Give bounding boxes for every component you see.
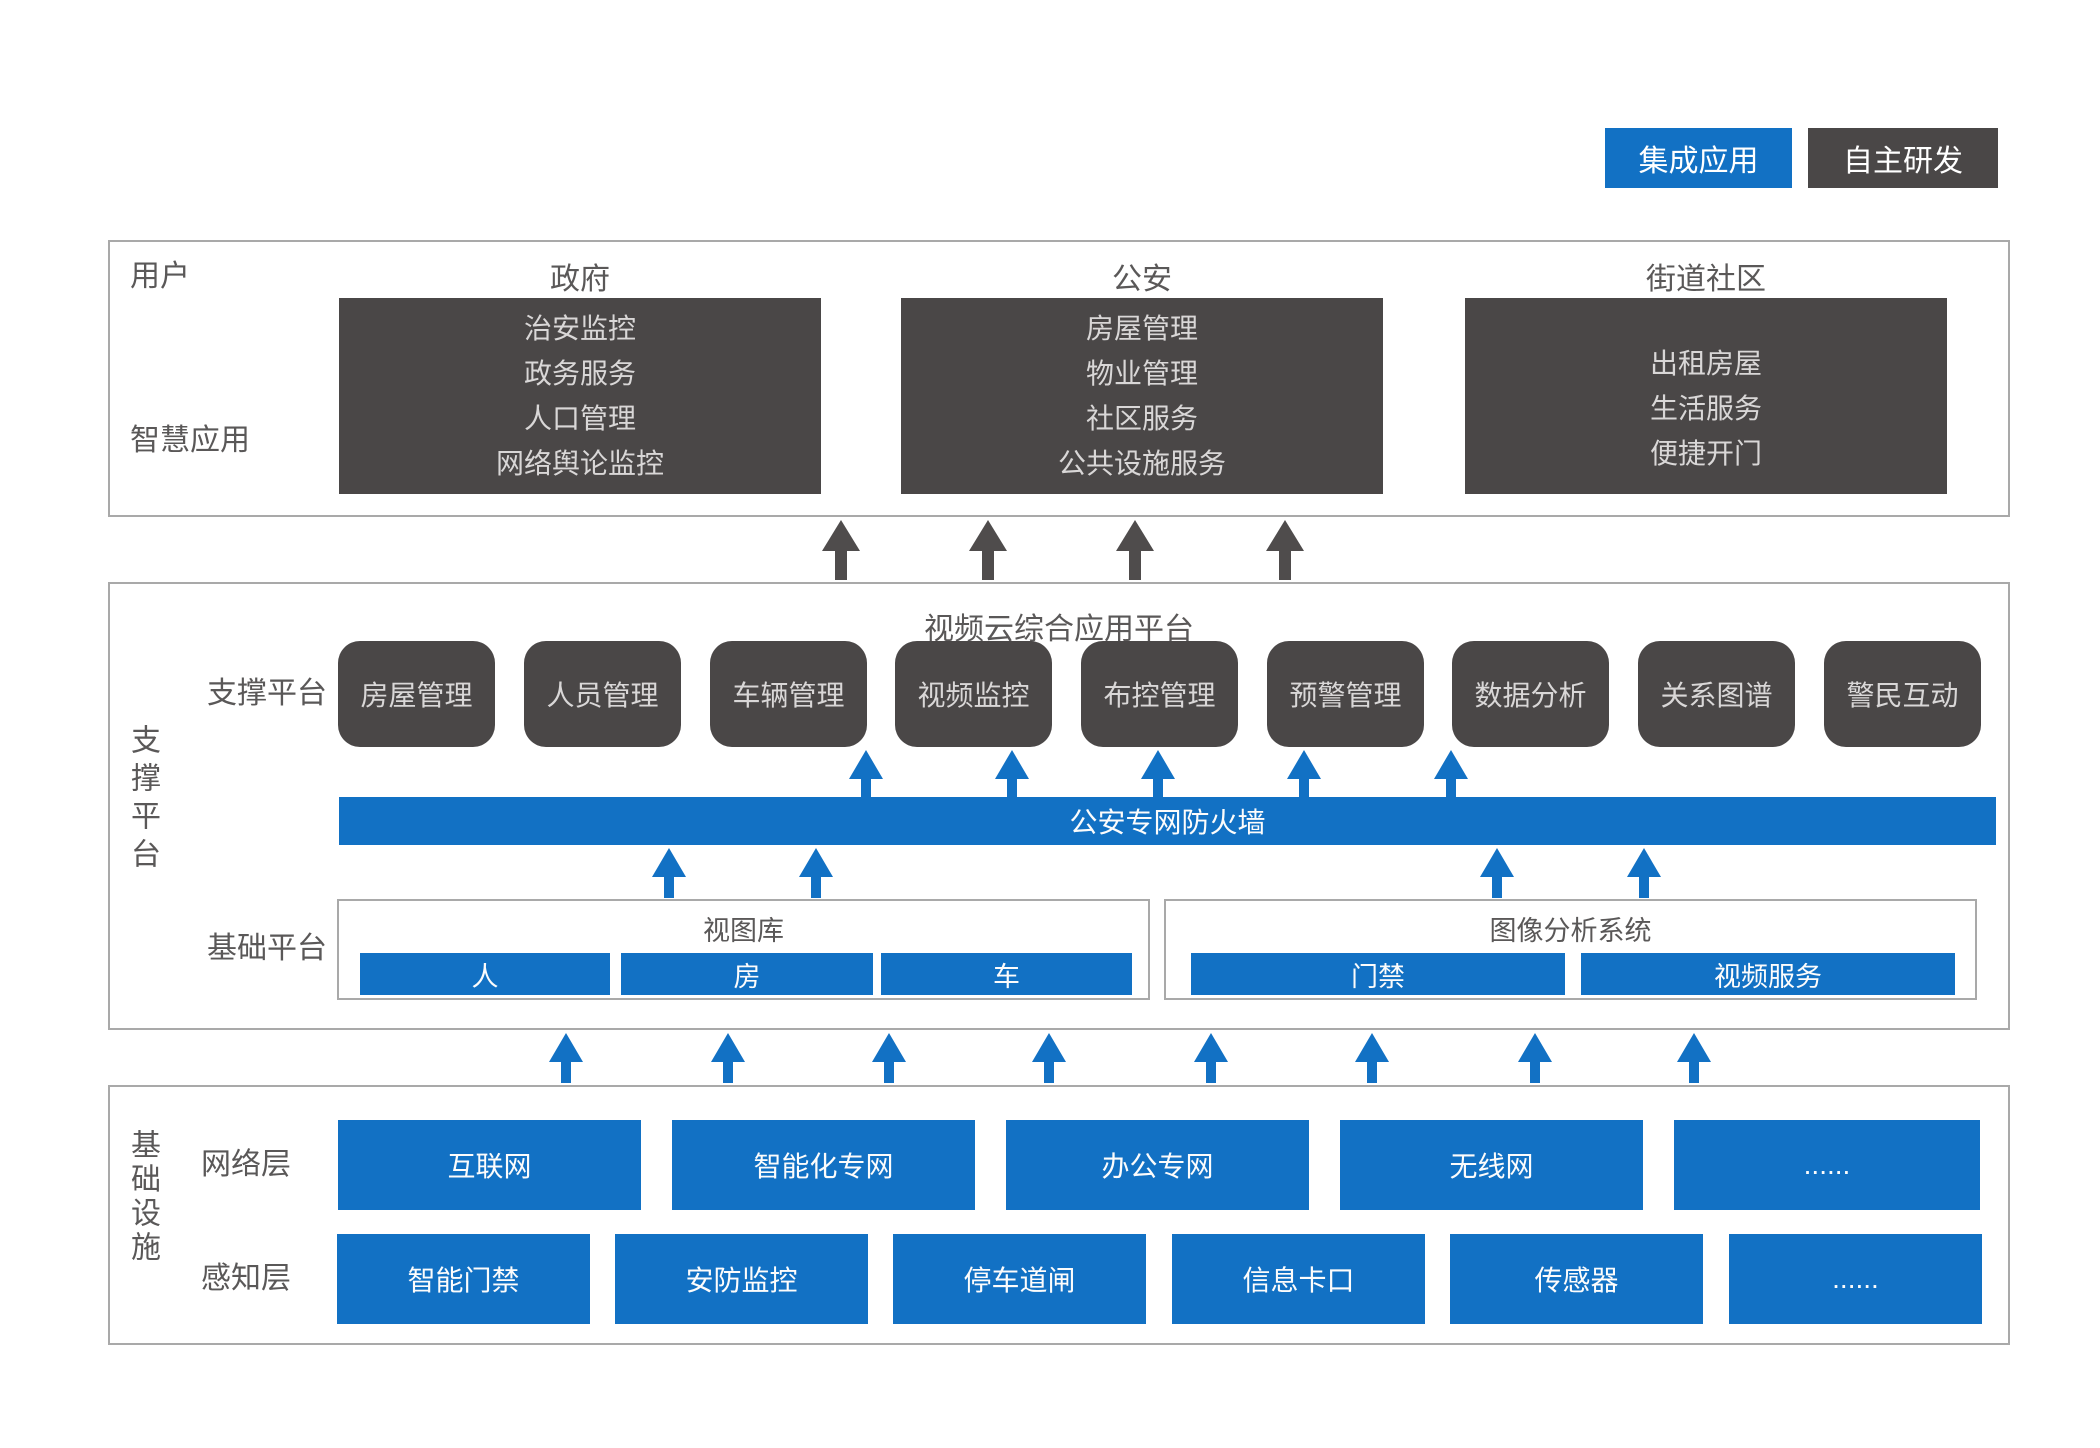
legend-self-developed: 自主研发 xyxy=(1808,128,1998,188)
module-housing-mgmt: 房屋管理 xyxy=(338,641,495,747)
sensing-sensor-box: 传感器 xyxy=(1450,1234,1703,1324)
community-apps-box: 出租房屋 生活服务 便捷开门 xyxy=(1465,298,1947,494)
up-arrow xyxy=(1032,1033,1066,1083)
up-arrow xyxy=(1480,848,1514,898)
up-arrow xyxy=(1116,520,1154,580)
image-analysis-group: 图像分析系统 门禁 视频服务 xyxy=(1164,899,1977,1000)
sensing-smart-access-box: 智能门禁 xyxy=(337,1234,590,1324)
support-platform-section: 支撑平台 视频云综合应用平台 支撑平台 房屋管理 人员管理 车辆管理 视频监控 … xyxy=(108,582,2010,1030)
up-arrow xyxy=(822,520,860,580)
module-warning-mgmt: 预警管理 xyxy=(1267,641,1424,747)
view-library-title: 视图库 xyxy=(703,916,784,946)
app-item: 便捷开门 xyxy=(1649,437,1762,469)
police-network-firewall-bar: 公安专网防火墙 xyxy=(339,797,1996,845)
view-library-house-bar: 房 xyxy=(621,953,873,995)
app-item: 生活服务 xyxy=(1649,392,1762,424)
network-wireless-box: 无线网 xyxy=(1340,1120,1643,1210)
app-item: 出租房屋 xyxy=(1649,347,1762,379)
support-platform-side-label: 支撑平台 xyxy=(126,724,159,876)
image-analysis-title: 图像分析系统 xyxy=(1489,916,1652,946)
infrastructure-section: 基础设施 网络层 互联网 智能化专网 办公专网 无线网 ...... 感知层 智… xyxy=(108,1085,2010,1345)
network-office-private-box: 办公专网 xyxy=(1006,1120,1309,1210)
column-header-community: 街道社区 xyxy=(1646,263,1766,296)
module-vehicle-mgmt: 车辆管理 xyxy=(710,641,867,747)
view-library-vehicle-bar: 车 xyxy=(881,953,1132,995)
network-layer-label: 网络层 xyxy=(201,1148,291,1181)
sensing-security-monitor-box: 安防监控 xyxy=(615,1234,868,1324)
police-apps-box: 房屋管理 物业管理 社区服务 公共设施服务 xyxy=(901,298,1383,494)
app-item: 物业管理 xyxy=(1085,358,1198,389)
view-library-person-bar: 人 xyxy=(360,953,610,995)
up-arrow xyxy=(711,1033,745,1083)
up-arrow xyxy=(1355,1033,1389,1083)
up-arrow xyxy=(1194,1033,1228,1083)
up-arrow xyxy=(1434,750,1468,797)
up-arrow xyxy=(995,750,1029,797)
sensing-info-checkpoint-box: 信息卡口 xyxy=(1172,1234,1425,1324)
app-item: 人口管理 xyxy=(523,403,636,434)
app-item: 网络舆论监控 xyxy=(495,448,664,479)
view-library-group: 视图库 人 房 车 xyxy=(337,899,1150,1000)
module-personnel-mgmt: 人员管理 xyxy=(524,641,681,747)
platform-title: 视频云综合应用平台 xyxy=(924,613,1194,646)
network-intelligent-private-box: 智能化专网 xyxy=(672,1120,975,1210)
app-item: 政务服务 xyxy=(523,358,636,389)
video-service-bar: 视频服务 xyxy=(1581,953,1955,995)
support-row-label: 支撑平台 xyxy=(207,677,327,710)
module-video-surveillance: 视频监控 xyxy=(895,641,1052,747)
sensing-more-box: ...... xyxy=(1729,1234,1982,1324)
smart-app-row-label: 智慧应用 xyxy=(130,424,250,457)
sensing-layer-label: 感知层 xyxy=(201,1262,291,1295)
legend-integrated-app: 集成应用 xyxy=(1605,128,1792,188)
up-arrow xyxy=(1287,750,1321,797)
up-arrow xyxy=(1266,520,1304,580)
infrastructure-side-label: 基础设施 xyxy=(126,1129,159,1265)
column-header-government: 政府 xyxy=(550,263,610,296)
module-police-citizen: 警民互动 xyxy=(1824,641,1981,747)
network-more-box: ...... xyxy=(1674,1120,1980,1210)
up-arrow xyxy=(799,848,833,898)
up-arrow xyxy=(969,520,1007,580)
sensing-parking-gate-box: 停车道闸 xyxy=(893,1234,1146,1324)
module-control-mgmt: 布控管理 xyxy=(1081,641,1238,747)
application-layer-section: 用户 智慧应用 政府 公安 街道社区 治安监控 政务服务 人口管理 网络舆论监控… xyxy=(108,240,2010,517)
app-item: 社区服务 xyxy=(1085,403,1198,434)
base-platform-row-label: 基础平台 xyxy=(207,932,327,965)
up-arrow xyxy=(1141,750,1175,797)
up-arrow xyxy=(1627,848,1661,898)
app-item: 公共设施服务 xyxy=(1057,448,1226,479)
user-row-label: 用户 xyxy=(130,260,190,293)
government-apps-box: 治安监控 政务服务 人口管理 网络舆论监控 xyxy=(339,298,821,494)
network-internet-box: 互联网 xyxy=(338,1120,641,1210)
module-relation-graph: 关系图谱 xyxy=(1638,641,1795,747)
app-item: 治安监控 xyxy=(523,313,636,344)
app-item: 房屋管理 xyxy=(1085,313,1198,344)
up-arrow xyxy=(652,848,686,898)
access-control-bar: 门禁 xyxy=(1191,953,1565,995)
up-arrow xyxy=(849,750,883,797)
module-data-analysis: 数据分析 xyxy=(1452,641,1609,747)
up-arrow xyxy=(1518,1033,1552,1083)
up-arrow xyxy=(1677,1033,1711,1083)
up-arrow xyxy=(872,1033,906,1083)
column-header-police: 公安 xyxy=(1112,263,1172,296)
up-arrow xyxy=(549,1033,583,1083)
